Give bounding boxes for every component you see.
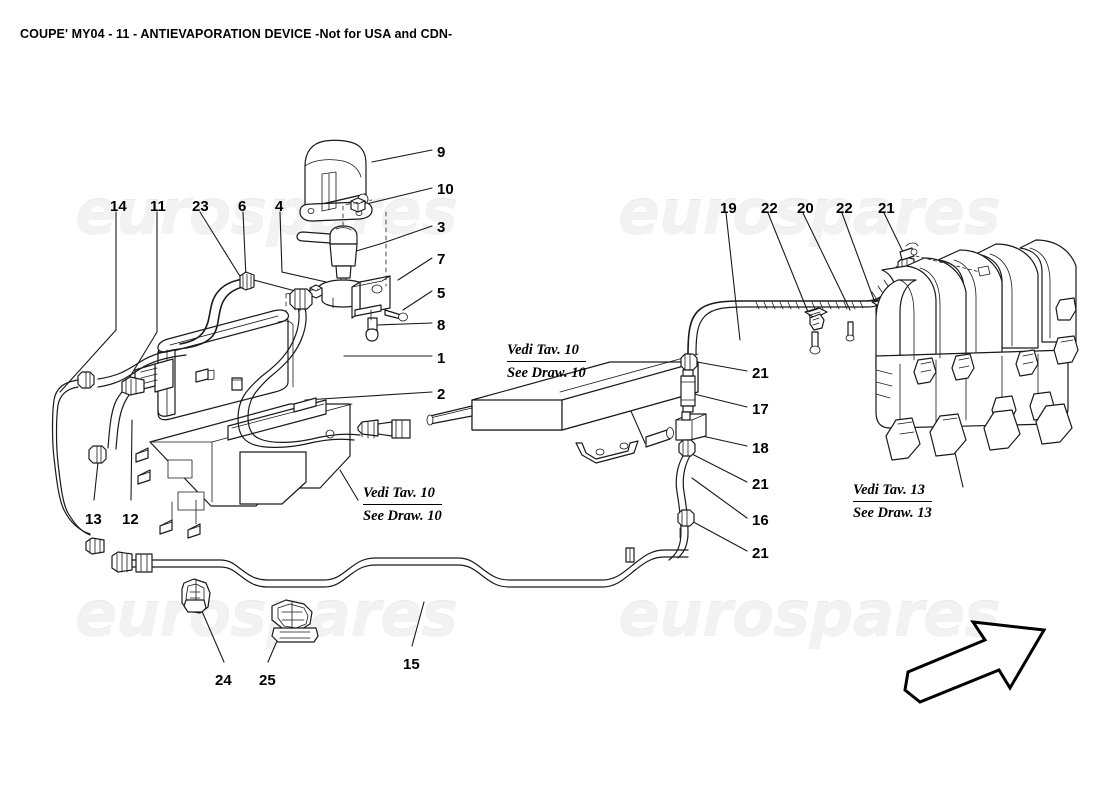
callout-25: 25 xyxy=(259,672,276,689)
callout-23: 23 xyxy=(192,198,209,215)
callout-3: 3 xyxy=(437,219,446,236)
direction-arrow-group xyxy=(903,620,1047,704)
callout-5: 5 xyxy=(437,285,446,302)
hose-13-12-branch xyxy=(88,376,145,464)
hose-23-elbow xyxy=(179,271,255,349)
canister-support-bracket xyxy=(135,397,353,539)
callout-20: 20 xyxy=(797,200,814,217)
direction-arrow xyxy=(903,620,1047,704)
callout-14: 14 xyxy=(110,198,127,215)
callout-18: 18 xyxy=(752,440,769,457)
reference-line-italian: Vedi Tav. 10 xyxy=(363,483,442,505)
callout-1: 1 xyxy=(437,350,446,367)
reference-box-top-10: Vedi Tav. 10 See Draw. 10 xyxy=(507,340,586,383)
callout-22-a: 22 xyxy=(761,200,778,217)
part-7-bracket xyxy=(351,275,391,319)
callout-17: 17 xyxy=(752,401,769,418)
intake-manifold xyxy=(875,239,1079,461)
reference-line-english: See Draw. 13 xyxy=(853,505,932,521)
callout-24: 24 xyxy=(215,672,232,689)
manifold-feet xyxy=(885,403,1073,461)
callout-7: 7 xyxy=(437,251,446,268)
part-1-carbon-canister xyxy=(134,309,294,421)
hose-11-long xyxy=(77,347,187,389)
callout-10: 10 xyxy=(437,181,454,198)
part-24-clip xyxy=(181,578,211,614)
reference-line-english: See Draw. 10 xyxy=(507,365,586,381)
reference-line-english: See Draw. 10 xyxy=(363,508,442,524)
callout-19: 19 xyxy=(720,200,737,217)
callout-16: 16 xyxy=(752,512,769,529)
part-10-nut xyxy=(350,197,366,213)
callout-12: 12 xyxy=(122,511,139,528)
part-5-screw xyxy=(384,309,408,322)
part-22-clip-left xyxy=(804,307,828,355)
callout-22-b: 22 xyxy=(836,200,853,217)
part-15-fuel-line xyxy=(111,547,689,588)
fuel-filter-assembly xyxy=(426,353,699,464)
vertical-hose-assembly xyxy=(668,353,707,561)
callout-13: 13 xyxy=(85,511,102,528)
leader-lines-13-12 xyxy=(93,419,133,501)
callout-11: 11 xyxy=(150,198,166,215)
leader-lines-right xyxy=(685,212,907,552)
reference-box-bottom-10: Vedi Tav. 10 See Draw. 10 xyxy=(363,483,442,526)
part-8-bolt xyxy=(365,309,379,342)
part-20-stud xyxy=(845,321,855,342)
reference-box-13: Vedi Tav. 13 See Draw. 13 xyxy=(853,480,932,523)
watermark-text: eurospares xyxy=(618,176,1001,249)
callout-21-b: 21 xyxy=(752,365,769,382)
watermark-text: eurospares xyxy=(75,176,458,249)
callout-6: 6 xyxy=(238,198,247,215)
hose-14-long xyxy=(51,379,105,555)
callout-21-c: 21 xyxy=(752,476,769,493)
part-25-clip xyxy=(271,599,319,643)
callout-21-a: 21 xyxy=(878,200,895,217)
callout-8: 8 xyxy=(437,317,446,334)
part-9-valve-cover xyxy=(299,139,373,222)
callout-21-d: 21 xyxy=(752,545,769,562)
part-3-purge-valve xyxy=(296,225,358,291)
watermark-text: eurospares xyxy=(75,578,458,651)
reference-line-italian: Vedi Tav. 13 xyxy=(853,480,932,502)
leader-lines-upper-right xyxy=(304,149,433,401)
callout-9: 9 xyxy=(437,144,446,161)
callout-4: 4 xyxy=(275,198,284,215)
callout-2: 2 xyxy=(437,386,446,403)
hose-2-long xyxy=(237,288,411,448)
callout-15: 15 xyxy=(403,656,420,673)
page-title: COUPE' MY04 - 11 - ANTIEVAPORATION DEVIC… xyxy=(20,27,453,41)
reference-line-italian: Vedi Tav. 10 xyxy=(507,340,586,362)
watermark-text: eurospares xyxy=(618,578,1001,651)
